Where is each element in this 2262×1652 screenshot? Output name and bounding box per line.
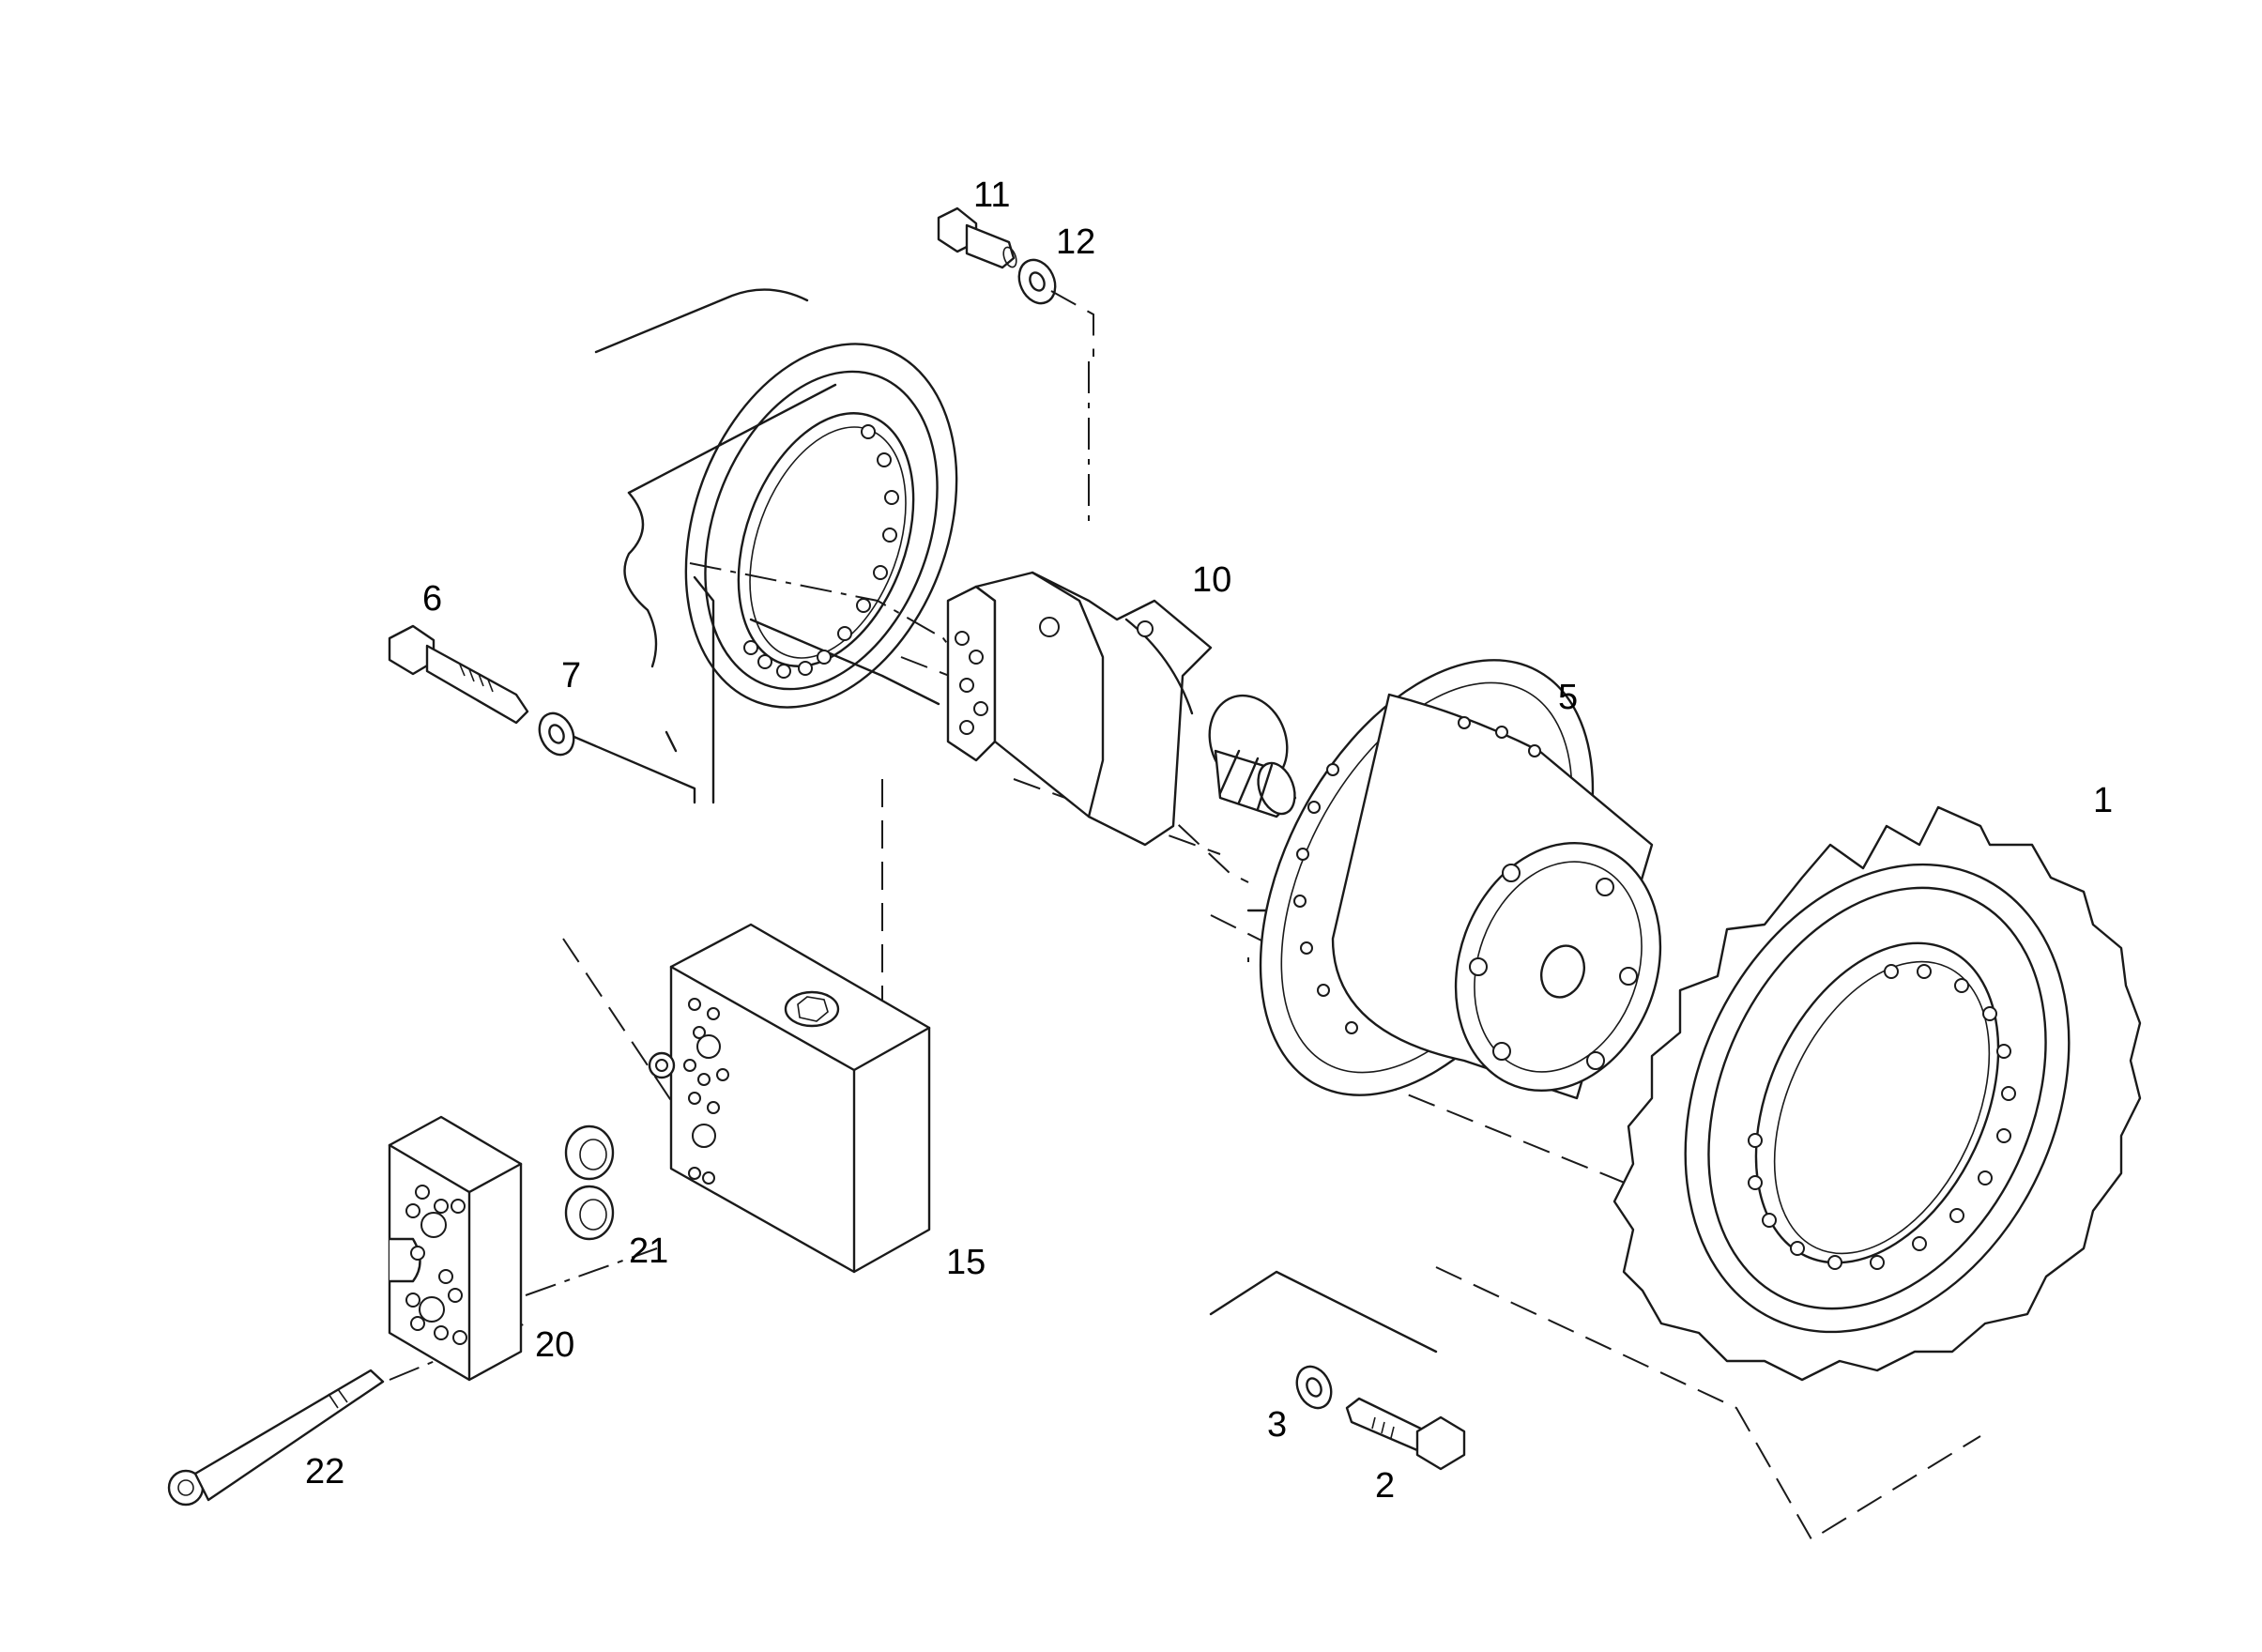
label-part-20: 20	[535, 1325, 574, 1365]
part-1-sprocket	[1612, 805, 2142, 1382]
label-part-15: 15	[946, 1243, 986, 1282]
part-11-bolt	[937, 206, 1017, 269]
label-part-7: 7	[561, 656, 581, 696]
hub-bolt-holes	[1293, 716, 1638, 1070]
part-10-hydraulic-motor	[946, 571, 1297, 847]
part-3-washer	[1295, 1365, 1333, 1410]
part-21-seals	[564, 1124, 615, 1241]
part-12-washer	[1017, 258, 1094, 357]
label-part-22: 22	[305, 1452, 344, 1491]
part-7-washer	[538, 711, 575, 757]
part-5-gearbox-hub	[1259, 659, 1662, 1100]
label-part-2: 2	[1375, 1466, 1395, 1506]
part-labels: 1 2 3 5 6 7 10 11 12 15 20 21 22	[305, 176, 2113, 1506]
label-part-5: 5	[1558, 678, 1578, 717]
label-part-12: 12	[1056, 222, 1095, 262]
housing-bolt-holes	[743, 424, 899, 679]
label-part-21: 21	[629, 1231, 668, 1271]
label-part-3: 3	[1267, 1405, 1287, 1445]
part-20-adapter-plate	[388, 1115, 523, 1382]
label-part-11: 11	[973, 176, 1010, 215]
part-15-valve-block	[648, 923, 931, 1274]
label-part-6: 6	[422, 579, 442, 619]
part-6-bolt	[388, 624, 529, 725]
sprocket-bolt-holes	[1748, 964, 2016, 1270]
part-22-long-bolt	[167, 1369, 385, 1507]
label-part-1: 1	[2093, 781, 2113, 820]
housing-ring	[594, 288, 958, 709]
label-part-10: 10	[1192, 560, 1231, 600]
part-2-bolt	[1345, 1397, 1466, 1471]
